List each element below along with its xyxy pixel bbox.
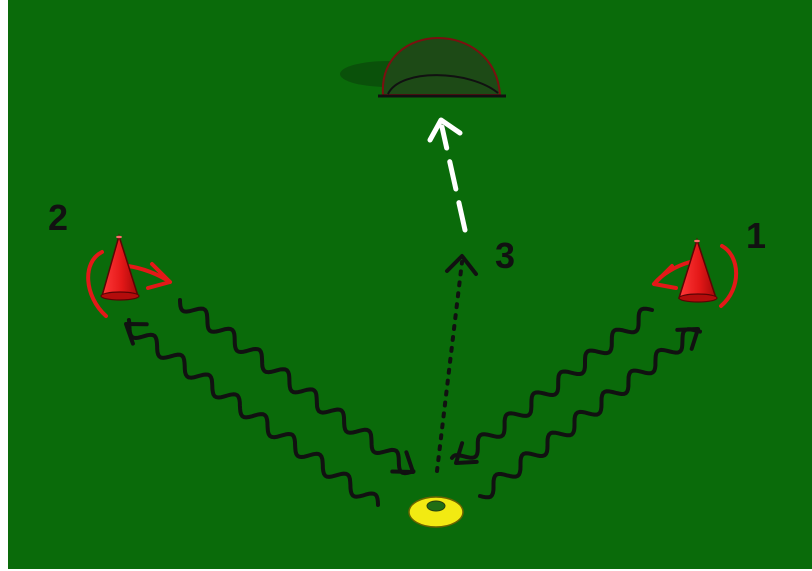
- label-cone-2: 2: [48, 197, 68, 238]
- disc-marker-icon: [409, 497, 463, 527]
- label-cone-1: 1: [746, 215, 766, 256]
- label-shot-3: 3: [495, 235, 515, 276]
